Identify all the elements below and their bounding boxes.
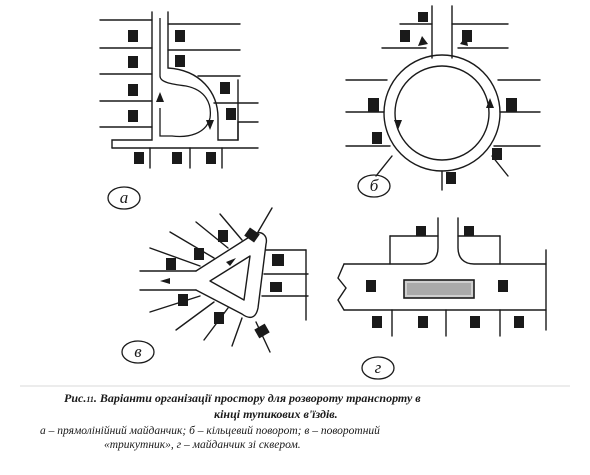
scheme-a-turning-loop <box>156 18 214 138</box>
scheme-g-houses <box>366 226 524 328</box>
figure-caption: Рис.11. Варіанти організації простору дл… <box>36 391 576 452</box>
caption-title-line-1: Рис.11. Варіанти організації простору дл… <box>36 391 576 407</box>
scheme-v-direction-arrows <box>160 258 236 284</box>
label-a: а <box>107 186 141 210</box>
scheme-a-straight-turnaround <box>99 11 259 169</box>
label-v: в <box>121 340 155 364</box>
scheme-v-houses <box>166 227 284 339</box>
scheme-b-houses <box>368 12 517 184</box>
label-a-text: а <box>120 188 129 207</box>
label-g-text: г <box>375 358 382 377</box>
label-b: б <box>357 174 391 198</box>
scheme-a-houses <box>128 30 236 164</box>
scheme-g-plaza <box>403 279 475 299</box>
caption-title-text-1: . Варіанти організації простору для розв… <box>93 391 421 405</box>
scheme-v-turning-triangle <box>139 207 309 353</box>
caption-title-line-2: кінці тупикових в'їздів. <box>214 407 338 421</box>
caption-legend-line-1: а – прямолінійний майданчик; б – кільцев… <box>40 425 380 437</box>
caption-legend-line-2: «трикутник», г – майданчик зі сквером. <box>104 439 301 451</box>
caption-title-prefix: Рис. <box>64 391 87 405</box>
label-v-text: в <box>134 342 142 361</box>
caption-title-number: 11 <box>86 395 94 404</box>
label-g: г <box>361 356 395 380</box>
scheme-g-plaza-turnaround <box>337 217 547 337</box>
label-b-text: б <box>370 176 379 195</box>
